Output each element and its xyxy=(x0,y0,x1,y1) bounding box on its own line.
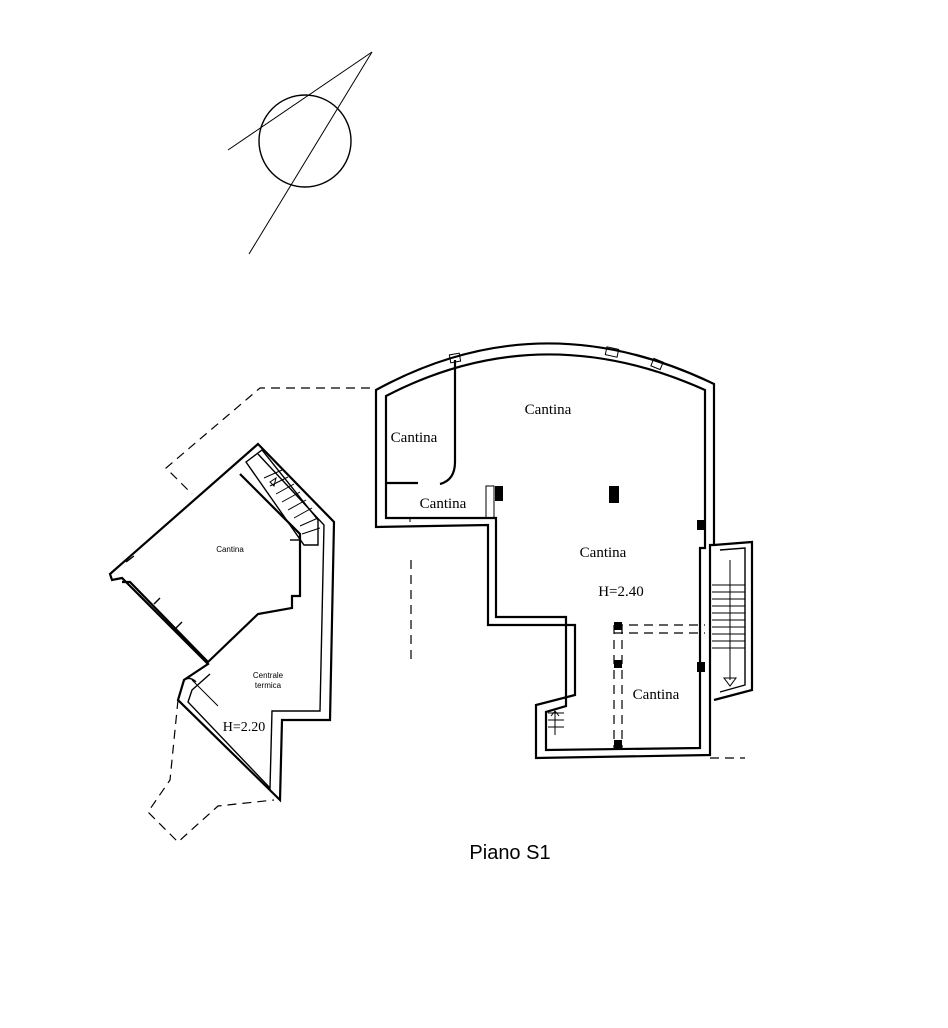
left-building xyxy=(108,387,370,843)
room-label-cantina-left: Cantina xyxy=(216,545,244,554)
right-building xyxy=(374,342,754,760)
room-label-centrale-line1: Centrale xyxy=(253,671,284,680)
height-label-left: H=2.20 xyxy=(223,720,266,735)
room-label-cantina-mid-left: Cantina xyxy=(420,496,467,512)
room-label-cantina-top: Cantina xyxy=(525,402,572,418)
room-label-centrale-line2: termica xyxy=(255,681,282,690)
floor-title: Piano S1 xyxy=(469,842,550,864)
height-label-right: H=2.40 xyxy=(598,584,644,600)
room-label-cantina-center: Cantina xyxy=(580,545,627,561)
room-label-cantina-top-left: Cantina xyxy=(391,430,438,446)
room-label-cantina-bottom-right: Cantina xyxy=(633,687,680,703)
north-arrow-icon xyxy=(227,51,373,255)
